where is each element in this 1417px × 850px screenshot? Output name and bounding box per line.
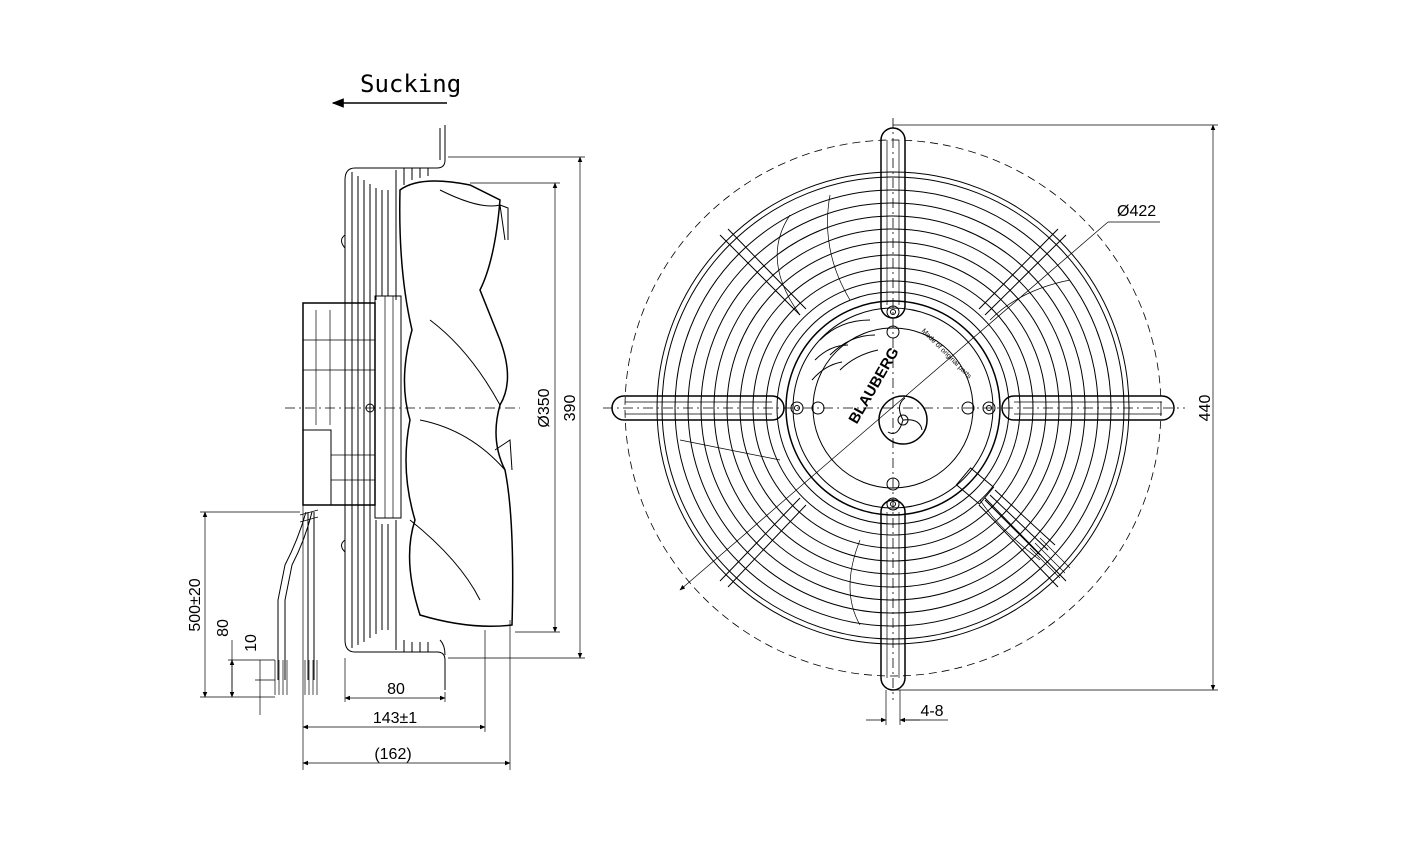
side-dimensions: Ø350 390 500±20 80 10 80 [187,156,585,770]
slot-dimension: 4-8 [866,690,948,725]
dim-diameter-350: Ø350 [536,388,553,427]
dim-cable-500: 500±20 [187,578,204,631]
dim-width-80: 80 [387,681,405,698]
side-motor [302,295,402,519]
dim-depth-143: 143±1 [373,710,417,727]
dim-total-162: (162) [374,746,411,763]
front-view: BLAUBERG Made of original parts Ø422 [603,118,1218,725]
hub-small-label: Made of original parts [920,328,973,381]
side-cables [274,509,319,695]
dim-strip-80: 80 [215,619,232,637]
flow-label: Sucking [360,70,461,98]
dim-bolt-circle-422: Ø422 [1117,203,1156,220]
fan-logo-icon [878,395,928,445]
side-impeller [399,180,514,627]
dim-overall-440: 440 [1197,395,1214,422]
flow-direction: Sucking [331,70,461,108]
front-blades [679,194,1071,626]
side-view: Ø350 390 500±20 80 10 80 [187,125,585,770]
overall-dimension: 440 [893,124,1218,691]
dim-slot-4-8: 4-8 [920,703,943,720]
bolt-circle-dimension: Ø422 [679,203,1160,591]
dim-strip-10: 10 [243,634,260,652]
brand-logo-text: BLAUBERG [845,345,902,427]
dim-height-390: 390 [562,395,579,422]
motor-hub: BLAUBERG Made of original parts [785,300,1071,579]
